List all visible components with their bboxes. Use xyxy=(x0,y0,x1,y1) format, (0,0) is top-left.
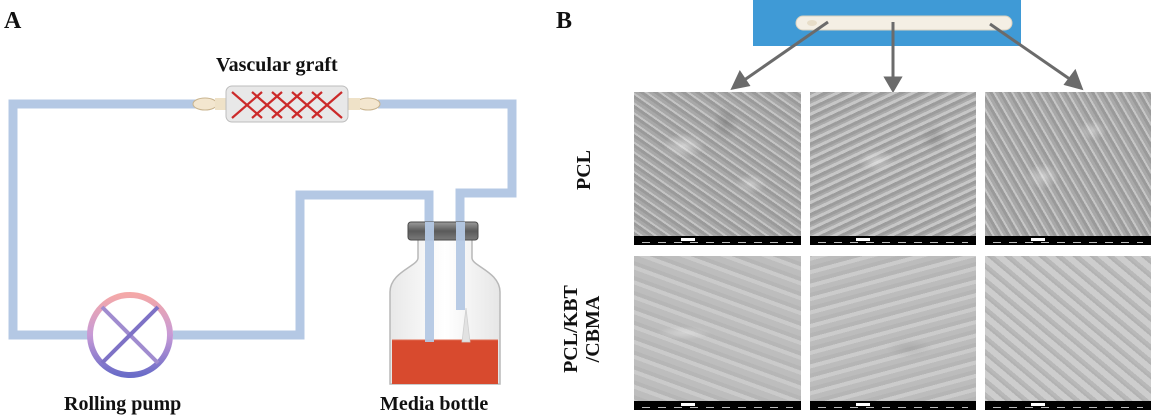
scale-bar xyxy=(985,401,1151,410)
scale-bar xyxy=(810,401,976,410)
graft-photo xyxy=(753,0,1021,46)
scale-bar xyxy=(810,236,976,245)
panel-b-letter: B xyxy=(556,8,573,34)
sem-image-pcl-kbt-cbma-3 xyxy=(985,256,1151,410)
media-bottle-label: Media bottle xyxy=(380,393,489,415)
panel-a-letter: A xyxy=(4,8,22,34)
media-bottle xyxy=(389,221,501,385)
rolling-pump xyxy=(87,292,173,378)
sem-image-pcl-kbt-cbma-2 xyxy=(810,256,976,410)
vascular-graft-label: Vascular graft xyxy=(216,54,338,76)
scale-bar xyxy=(634,236,801,245)
row-label-pcl-kbt-cbma: PCL/KBT /CBMA xyxy=(560,285,604,373)
graft xyxy=(192,85,381,123)
sem-image-pcl-kbt-cbma-1 xyxy=(634,256,801,410)
graft-crosshatch xyxy=(231,91,343,119)
sem-image-pcl-2 xyxy=(810,92,976,245)
sem-image-pcl-1 xyxy=(634,92,801,245)
rolling-pump-label: Rolling pump xyxy=(64,393,182,415)
tube-left xyxy=(8,99,205,340)
scale-bar xyxy=(985,236,1151,245)
sample-arrows xyxy=(730,20,1084,93)
row-label-pcl: PCL xyxy=(573,150,595,190)
scale-bar xyxy=(634,401,801,410)
sem-image-pcl-3 xyxy=(985,92,1151,245)
